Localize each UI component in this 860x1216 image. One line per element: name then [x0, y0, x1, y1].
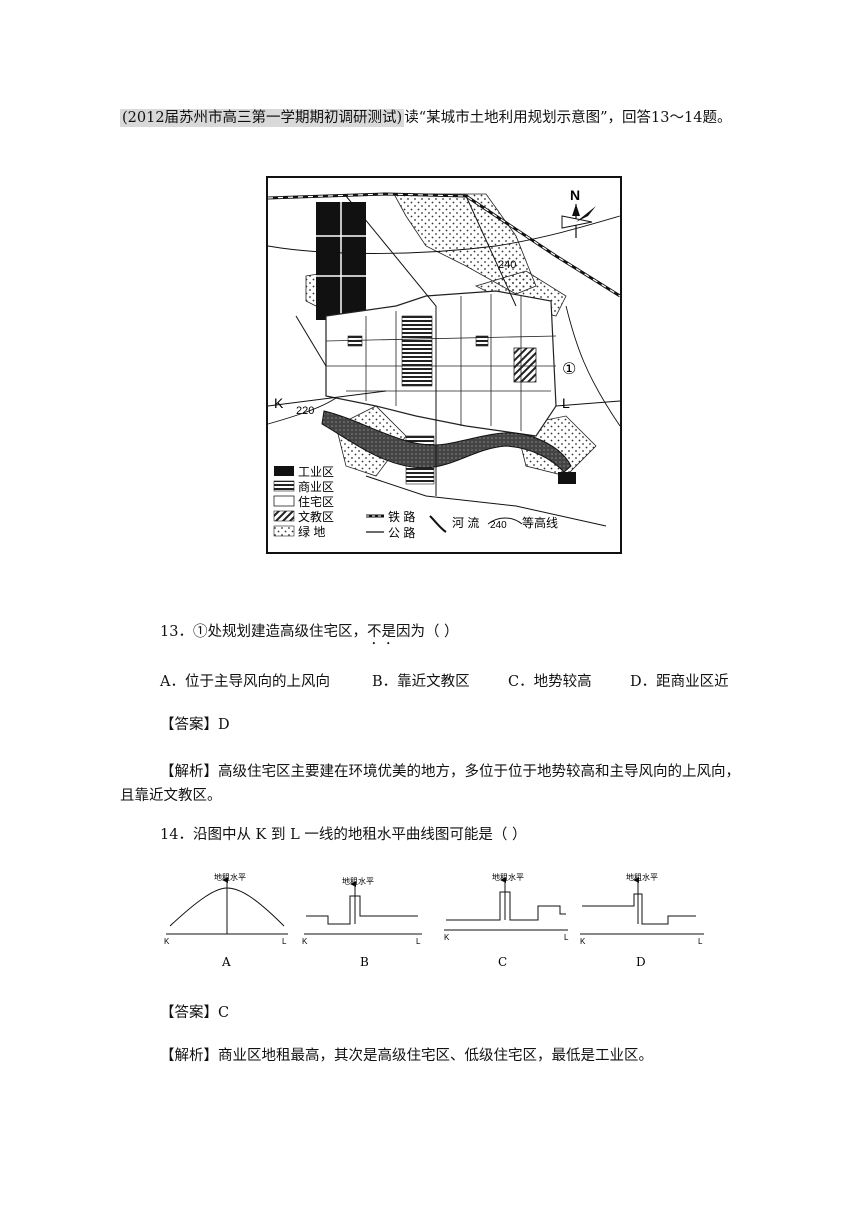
contour-label-220: 220 [296, 405, 314, 417]
legend-river: 河 流 [452, 516, 479, 530]
q13-option-d: D．距商业区近 [630, 674, 729, 690]
rent-curve-svg: 地租水平 K L 地租水平 K L 地租水平 K L 地租水平 [164, 872, 704, 969]
legend-railway: 铁 路 [388, 509, 415, 524]
industrial-zone-small [558, 472, 576, 484]
legend-residential: 住宅区 [298, 494, 334, 509]
marker-1-label: ① [562, 359, 576, 378]
question-14: 14．沿图中从 K 到 L 一线的地租水平曲线图可能是（ ） [160, 827, 527, 843]
graph-a-l: L [282, 937, 287, 946]
q13-option-c: C．地势较高 [508, 674, 592, 690]
q14-explanation: 【解析】商业区地租最高，其次是高级住宅区、低级住宅区，最低是工业区。 [160, 1048, 653, 1064]
legend-contour: 等高线 [522, 515, 558, 530]
graph-a-k: K [164, 937, 170, 946]
land-use-map: 240 220 K L ① N 工业区 商业区 住宅区 文教区 绿 地 铁 [266, 176, 622, 556]
graph-a-title: 地租水平 [214, 872, 246, 882]
roads [267, 195, 621, 527]
river [321, 410, 572, 473]
legend-education: 文教区 [298, 509, 334, 524]
q13-emphasis: 不是 [366, 624, 396, 640]
q13-option-a: A．位于主导风向的上风向 [160, 674, 330, 690]
graph-caption-c: C [498, 955, 507, 969]
graph-c-title: 地租水平 [492, 872, 524, 882]
residential-area [325, 290, 557, 437]
graph-d: 地租水平 K L [580, 872, 704, 946]
graph-c-l: L [564, 933, 569, 942]
graph-d-l: L [698, 937, 703, 946]
map-legend: 工业区 商业区 住宅区 文教区 绿 地 铁 路 公 路 河 流 240 等高线 [273, 465, 558, 540]
land-use-map-svg: 240 220 K L ① N 工业区 商业区 住宅区 文教区 绿 地 铁 [266, 176, 622, 554]
graph-b-l: L [416, 937, 421, 946]
graph-b: 地租水平 K L [302, 876, 422, 946]
q13-option-b: B．靠近文教区 [372, 674, 470, 690]
graph-caption-b: B [360, 955, 369, 969]
north-arrow-icon: N [561, 187, 596, 238]
education-zone [513, 347, 537, 383]
graph-c-k: K [444, 933, 450, 942]
rent-curve-options: 地租水平 K L 地租水平 K L 地租水平 K L 地租水平 [160, 866, 720, 976]
legend-commercial: 商业区 [298, 479, 334, 494]
contour-label-240: 240 [498, 259, 516, 271]
graph-c: 地租水平 K L [444, 872, 569, 942]
intro-text: 读“某城市土地利用规划示意图”，回答13～14题。 [404, 110, 732, 126]
source-highlight: (2012届苏州市高三第一学期期初调研测试) [120, 109, 405, 127]
graph-a: 地租水平 K L [164, 872, 288, 946]
graph-caption-a: A [221, 955, 231, 969]
intro-paragraph: (2012届苏州市高三第一学期期初调研测试)读“某城市土地利用规划示意图”，回答… [120, 106, 740, 130]
graph-caption-d: D [636, 955, 646, 969]
north-label: N [570, 187, 580, 203]
q13-options: A．位于主导风向的上风向 B．靠近文教区 C．地势较高 D．距商业区近 [160, 670, 760, 692]
graph-d-title: 地租水平 [626, 872, 658, 882]
point-l-label: L [562, 395, 570, 411]
q13-suffix: 因为（ ） [395, 624, 459, 640]
q13-prefix: 13．①处规划建造高级住宅区， [160, 624, 367, 640]
commercial-zone-center [401, 315, 433, 387]
legend-green: 绿 地 [298, 524, 325, 539]
graph-d-k: K [580, 937, 586, 946]
point-k-label: K [274, 395, 284, 411]
question-13: 13．①处规划建造高级住宅区，不是因为（ ） [160, 621, 459, 648]
q13-explanation: 【解析】高级住宅区主要建在环境优美的地方，多位于位于地势较高和主导风向的上风向，… [120, 764, 740, 804]
graph-b-k: K [302, 937, 308, 946]
legend-industrial: 工业区 [298, 465, 334, 479]
contour-lines [267, 215, 621, 427]
legend-contour-value: 240 [490, 520, 507, 531]
graph-b-title: 地租水平 [342, 876, 374, 886]
legend-road: 公 路 [388, 525, 415, 540]
q13-answer: 【答案】D [160, 717, 230, 733]
q14-answer: 【答案】C [160, 1005, 230, 1021]
